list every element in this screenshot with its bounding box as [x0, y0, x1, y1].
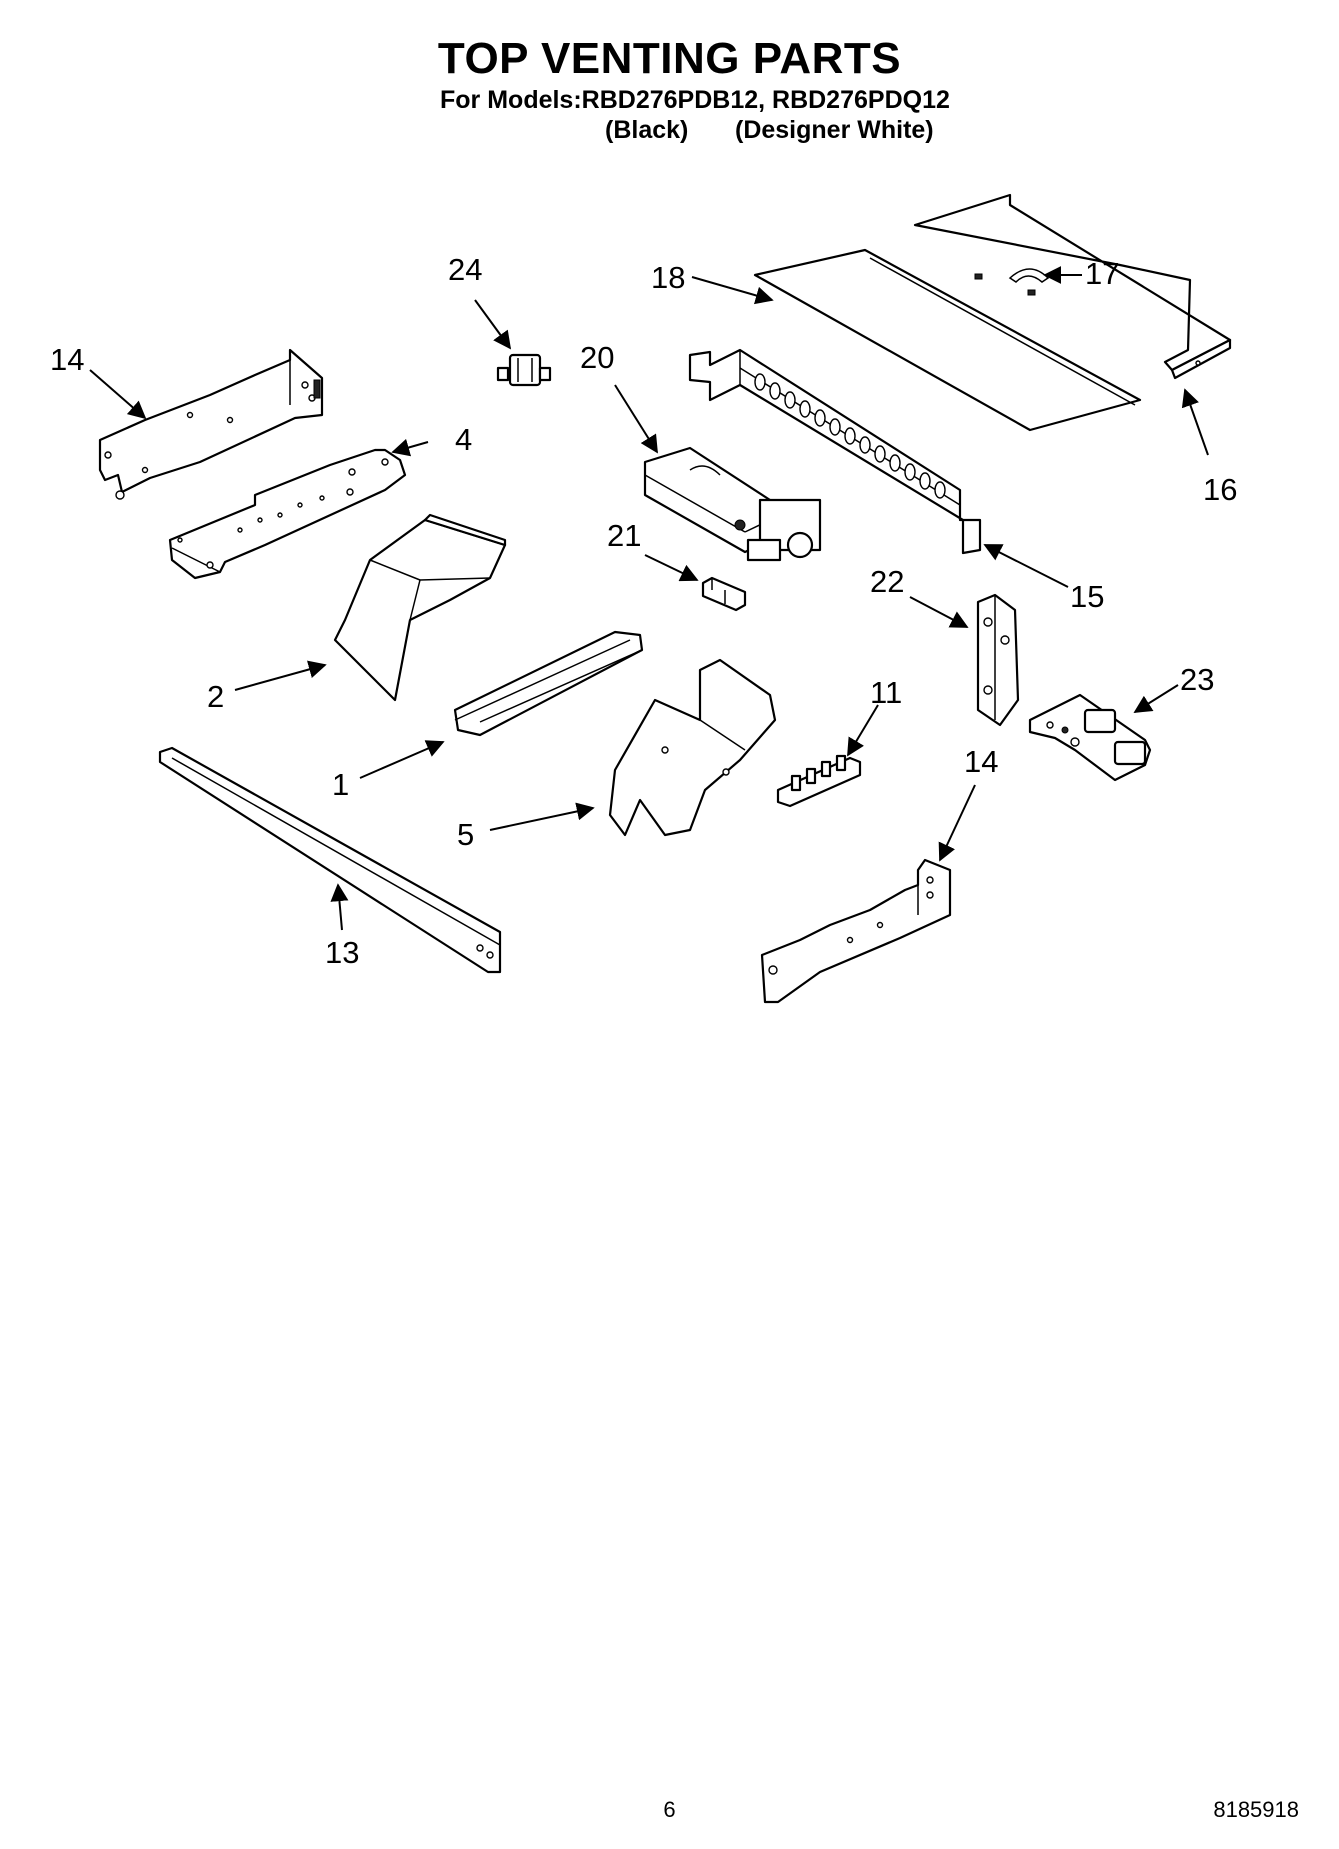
part-15-vent-channel	[688, 348, 982, 555]
vent-slots	[754, 373, 946, 499]
callout-21: 21	[607, 518, 641, 553]
page-title: TOP VENTING PARTS	[437, 34, 902, 83]
callout-14-lower: 14	[964, 744, 998, 779]
callout-14-upper: 14	[50, 342, 84, 377]
models-line: For Models:RBD276PDB12, RBD276PDQ12	[440, 86, 950, 114]
callout-5: 5	[457, 817, 474, 852]
part-23-switch-bracket	[1028, 693, 1152, 782]
variant-black: (Black)	[605, 116, 689, 144]
callout-15: 15	[1070, 579, 1104, 614]
callout-2: 2	[207, 679, 224, 714]
part-21-block	[701, 576, 747, 612]
leader-arrows	[89, 266, 1209, 931]
callout-17: 17	[1085, 256, 1119, 291]
part-17-clip	[974, 268, 1050, 296]
part-13-angle-rail	[158, 746, 502, 974]
part-20-motor-assembly	[643, 446, 822, 562]
callout-18: 18	[651, 260, 685, 295]
variant-designer-white: (Designer White)	[735, 116, 934, 144]
document-number: 8185918	[1213, 1797, 1299, 1822]
part-5-deflector	[608, 658, 777, 837]
part-14-side-bracket-right	[760, 858, 952, 1004]
part-22-vertical-bracket	[976, 593, 1020, 727]
part-4-shield-plate	[168, 448, 407, 580]
callout-20: 20	[580, 340, 614, 375]
part-16-top-cover	[913, 193, 1232, 380]
callout-16: 16	[1203, 472, 1237, 507]
part-18-duct-plate	[753, 248, 1142, 432]
part-24-thermostat	[496, 353, 552, 387]
callout-4: 4	[455, 422, 472, 457]
callout-22: 22	[870, 564, 904, 599]
callout-11: 11	[870, 675, 902, 710]
callout-1: 1	[332, 767, 349, 802]
part-11-terminal-block	[776, 754, 862, 808]
part-14-side-bracket-left	[98, 348, 324, 500]
part-1-channel-bar	[453, 630, 644, 737]
callout-13: 13	[325, 935, 359, 970]
callout-24: 24	[448, 252, 482, 287]
part-2-duct	[333, 513, 507, 702]
page-number: 6	[663, 1797, 676, 1822]
callout-23: 23	[1180, 662, 1214, 697]
